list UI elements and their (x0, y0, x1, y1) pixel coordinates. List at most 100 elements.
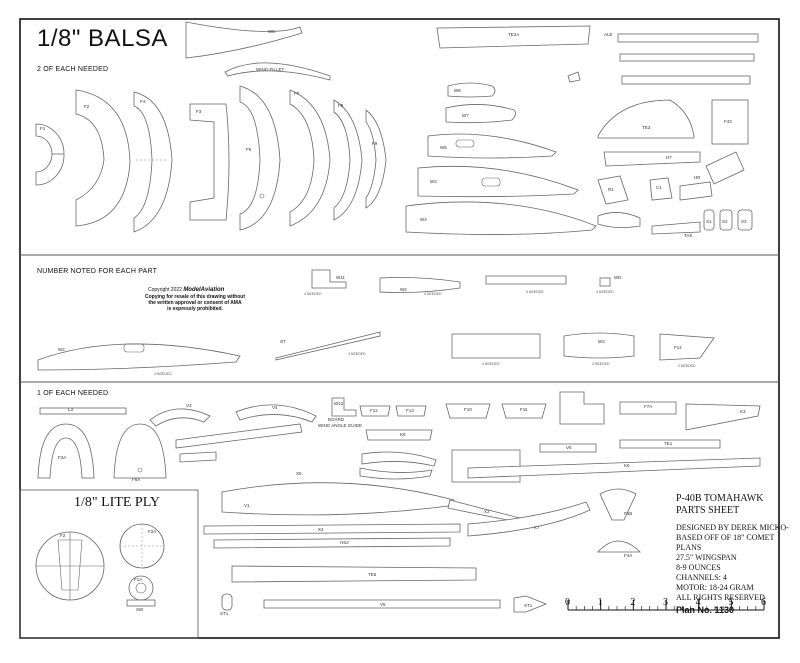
scale-label: 6 (761, 597, 766, 608)
label-st1: ST1 (524, 603, 533, 608)
label-w3: W3 (430, 179, 437, 184)
w3-cutout (481, 177, 501, 187)
part-strip-b (621, 75, 751, 85)
part-c2 (231, 565, 477, 583)
label-f2: F2 (84, 104, 90, 109)
plan-channels: CHANNELS: 4 (676, 573, 727, 582)
part-te5 (203, 523, 461, 535)
plan-basis: BASED OFF OF 18" COMET PLANS (676, 533, 775, 552)
part-f6 (239, 85, 281, 231)
qty-st: 4 NEEDED (348, 352, 366, 356)
part-stab-tip (705, 151, 745, 185)
part-v5 (263, 599, 501, 609)
label-f5b: F5B (624, 511, 633, 516)
scale-ticks (567, 600, 765, 610)
lite-ply-box (19, 489, 199, 639)
part-hr (679, 181, 713, 201)
plan-subtitle: PARTS SHEET (676, 505, 740, 516)
part-tail-hook (597, 212, 641, 228)
part-f7a (619, 401, 677, 415)
label-hr: HR (694, 175, 701, 180)
plan-designer: DESIGNED BY DEREK MICKO- (676, 523, 789, 532)
plan-number: Plan No. 1130 (676, 605, 735, 615)
qty-w2b: 4 NEEDED (424, 292, 442, 296)
label-board: BOARD (328, 417, 345, 422)
label-w3b: W3 (598, 339, 605, 344)
part-f3a (37, 423, 95, 479)
label-h7: H7 (666, 155, 672, 160)
qty-wd: 4 NEEDED (596, 290, 614, 294)
label-w5: W5 (268, 29, 275, 34)
label-w7: W7 (462, 113, 469, 118)
part-w4 (405, 201, 597, 235)
part-c1 (649, 177, 673, 201)
label-k7: K7 (534, 525, 540, 530)
part-h7 (603, 151, 701, 167)
label-f43: F43 (724, 119, 732, 124)
label-w2: W2 (58, 347, 65, 352)
part-f14 (659, 333, 715, 361)
part-wing-fillet (224, 62, 331, 81)
label-f2a: F2A (148, 529, 157, 534)
label-k6: K6 (624, 463, 630, 468)
label-f12: F12 (370, 408, 378, 413)
label-f7: F7 (294, 91, 300, 96)
part-f2 (75, 89, 131, 227)
part-f12 (359, 405, 391, 417)
part-l3 (39, 407, 127, 415)
label-v1: V1 (244, 503, 250, 508)
label-w12: W12 (334, 401, 344, 406)
part-strip-a (619, 53, 755, 62)
plan-motor: MOTOR: 18-24 GRAM (676, 583, 754, 592)
label-f3: F3 (196, 109, 202, 114)
qty-wb: 4 NEEDED (482, 362, 500, 366)
label-wing-angle: WING ANGLE GUIDE (318, 423, 363, 428)
notice-line-3: is expressly prohibited. (167, 306, 223, 312)
part-st (275, 331, 381, 361)
part-k7 (467, 501, 591, 537)
part-w7 (445, 104, 516, 124)
part-k8 (365, 429, 433, 441)
label-s2: S2 (722, 219, 728, 224)
label-f3a: F3A (58, 455, 67, 460)
part-x4 (359, 467, 433, 480)
label-l3: L3 (68, 407, 74, 412)
scale-label: 2 (630, 597, 636, 608)
sheet-border (19, 18, 780, 639)
scale-label: 3 (663, 597, 668, 608)
part-w11 (311, 269, 347, 289)
w2-cutout (123, 343, 145, 353)
label-f13: F13 (406, 408, 414, 413)
part-f13 (395, 405, 427, 417)
plan-model: P-40B TOMAHAWK (676, 493, 764, 504)
label-f14: F14 (674, 345, 682, 350)
label-w8: W8 (454, 88, 461, 93)
part-te1 (619, 439, 721, 449)
label-te1: TE1 (664, 441, 673, 446)
brand-mark: Copyright 2022 ModelAviation (148, 287, 224, 293)
part-r1 (597, 175, 629, 205)
label-f9: F9 (372, 141, 378, 146)
label-f10: F10 (464, 407, 472, 412)
part-f6a (113, 423, 167, 479)
scale-label: 0 (565, 597, 570, 608)
label-v3: V3 (186, 403, 192, 408)
qty-w3b: 2 NEEDED (592, 362, 610, 366)
part-w12 (331, 397, 357, 417)
part-k3 (685, 403, 761, 431)
part-wd (599, 277, 611, 287)
plan-weight: 8-9 OUNCES (676, 563, 721, 572)
label-k8: K8 (400, 432, 406, 437)
scale-label: 1 (597, 597, 603, 608)
scale-label: 5 (728, 597, 734, 608)
label-sw: SW (136, 607, 144, 612)
part-s3 (737, 209, 753, 231)
label-f7a: F7A (644, 404, 653, 409)
part-s1 (703, 209, 715, 231)
part-f5b (599, 488, 637, 521)
notice-line-1: Copying for resale of this drawing witho… (144, 294, 245, 300)
part-w8 (447, 82, 496, 98)
label-f4a: F4A (624, 553, 633, 558)
label-c1: C1 (656, 185, 662, 190)
